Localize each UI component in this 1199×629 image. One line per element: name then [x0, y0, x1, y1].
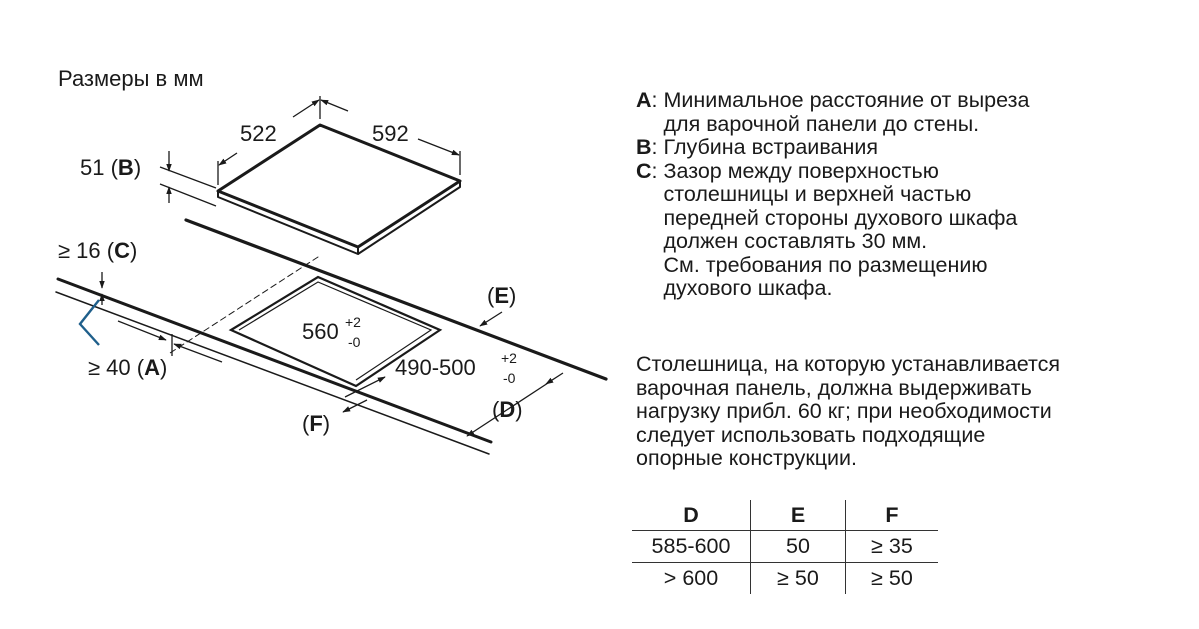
- dim-cutout-depth-tol-lower: -0: [503, 370, 516, 386]
- legend-text: См. требования по размещению: [663, 252, 988, 277]
- hob-right-edge: [357, 181, 461, 255]
- load-note: Столешница, на которую устанавливается в…: [636, 352, 1176, 471]
- table-header-d: D: [632, 500, 751, 531]
- legend-key: B: [636, 135, 652, 159]
- legend-item-a: A: Минимальное расстояние от выреза для …: [636, 88, 1030, 136]
- table-cell: ≥ 35: [845, 530, 938, 563]
- table-header-row: D E F: [632, 500, 938, 531]
- clearance-table: D E F 585-600 50 ≥ 35 > 600 ≥ 50 ≥ 50: [632, 500, 938, 594]
- label-a: ≥ 40 (A): [88, 355, 167, 380]
- legend-item-c: C: Зазор между поверхностью столешницы и…: [636, 158, 1018, 300]
- legend-key: C: [636, 158, 652, 183]
- table-cell: 585-600: [632, 530, 751, 563]
- countertop-dimensions: [99, 272, 564, 437]
- table-cell: > 600: [632, 562, 751, 594]
- table-cell: ≥ 50: [871, 566, 913, 590]
- legend-text: передней стороны духового шкафа: [663, 205, 1018, 230]
- label-c: ≥ 16 (C): [58, 238, 137, 263]
- countertop-front-top-edge: [56, 277, 493, 444]
- legend-text: Минимальное расстояние от выреза: [663, 88, 1030, 112]
- diagram-title: Размеры в мм: [58, 66, 204, 91]
- legend: A: Минимальное расстояние от выреза для …: [636, 88, 1176, 301]
- legend-text: столешницы и верхней частью: [663, 182, 972, 206]
- note-line: варочная панель, должна выдерживать: [636, 375, 1032, 400]
- legend-text: Зазор между поверхностью: [663, 158, 939, 183]
- hob-dimensions: [159, 96, 461, 207]
- cutout-outline: [228, 275, 443, 388]
- label-f: (F): [302, 411, 330, 436]
- dim-cutout-depth-tol-upper: +2: [501, 350, 517, 366]
- countertop-front-bottom-edge: [55, 291, 490, 455]
- note-line: следует использовать подходящие: [636, 422, 986, 447]
- table-row: > 600 ≥ 50 ≥ 50: [632, 562, 938, 594]
- legend-text: духового шкафа.: [663, 276, 833, 300]
- legend-text: для варочной панели до стены.: [663, 111, 980, 136]
- countertop-back-edge: [184, 218, 608, 381]
- note-line: нагрузку прибл. 60 кг; при необходимости: [636, 399, 1052, 423]
- note-line: опорные конструкции.: [636, 446, 858, 470]
- bracket-mark: [78, 299, 100, 346]
- table-row: 585-600 50 ≥ 35: [632, 530, 938, 563]
- dim-cutout-depth: 490-500: [395, 355, 476, 380]
- table-cell: ≥ 50: [750, 562, 846, 594]
- legend-key: A: [636, 88, 652, 112]
- table-cell: 50: [750, 530, 846, 563]
- note-line: Столешница, на которую устанавливается: [636, 352, 1061, 376]
- label-b: 51 (B): [80, 155, 141, 180]
- dim-hob-width: 592: [372, 121, 409, 146]
- installation-diagram: Размеры в мм 522 592: [55, 66, 608, 455]
- legend-item-b: B: Глубина встраивания: [636, 135, 878, 159]
- label-e: (E): [487, 283, 516, 308]
- cutout: [228, 275, 443, 388]
- dim-cutout-width-tol-upper: +2: [345, 314, 361, 330]
- dim-cutout-width: 560: [302, 319, 339, 344]
- table-header-e: E: [750, 500, 846, 531]
- table-header-f: F: [845, 500, 938, 531]
- hob-front-edge: [217, 191, 359, 255]
- dim-hob-depth: 522: [240, 121, 277, 146]
- dim-cutout-width-tol-lower: -0: [348, 334, 361, 350]
- legend-text: должен составлять 30 мм.: [663, 229, 928, 253]
- cutout-inner-edge: [238, 281, 433, 381]
- hob: [216, 123, 462, 255]
- legend-text: Глубина встраивания: [663, 135, 878, 159]
- countertop: [55, 218, 608, 455]
- wall-hidden-line: [169, 256, 319, 354]
- label-d: (D): [492, 397, 523, 422]
